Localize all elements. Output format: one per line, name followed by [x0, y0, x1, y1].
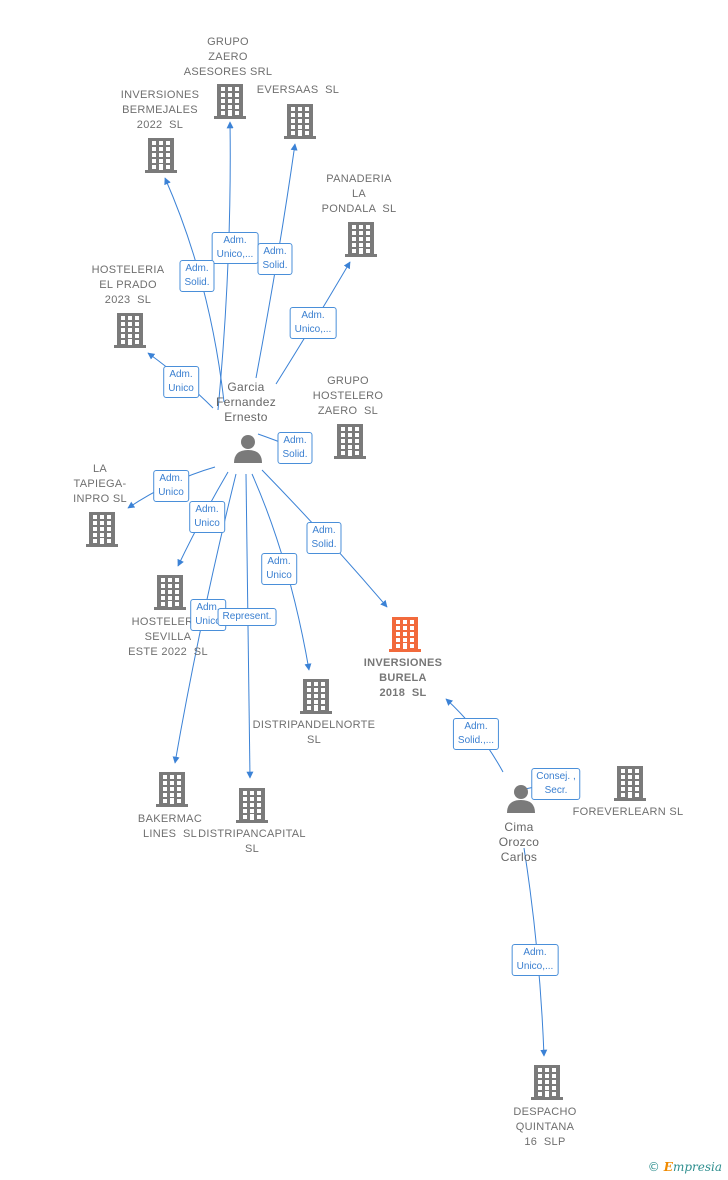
despacho-building-icon[interactable]: [531, 1065, 563, 1100]
role-badge-garcia-tapiega[interactable]: Adm. Unico: [153, 470, 189, 502]
role-badge-garcia-norte[interactable]: Adm. Unico: [261, 553, 297, 585]
forever-building-icon[interactable]: [614, 766, 646, 801]
sevilla-building-icon[interactable]: [154, 575, 186, 610]
bakermac-building-icon[interactable]: [156, 772, 188, 807]
role-badge-garcia-burela[interactable]: Adm. Solid.: [306, 522, 342, 554]
capital-building-icon[interactable]: [236, 788, 268, 823]
zaero-label[interactable]: GRUPO ZAERO ASESORES SRL: [183, 36, 273, 78]
eversaas-label[interactable]: EVERSAAS SL: [256, 84, 340, 96]
prado-building-icon[interactable]: [114, 313, 146, 348]
bakermac-label[interactable]: BAKERMAC LINES SL: [137, 813, 203, 840]
hostelero-label[interactable]: GRUPO HOSTELERO ZAERO SL: [312, 375, 384, 417]
burela-building-icon[interactable]: [389, 617, 421, 652]
panaderia-building-icon[interactable]: [345, 222, 377, 257]
forever-label[interactable]: FOREVERLEARN SL: [572, 806, 684, 818]
panaderia-label[interactable]: PANADERIA LA PONDALA SL: [321, 173, 397, 215]
sevilla-label[interactable]: HOSTELERIA SEVILLA ESTE 2022 SL: [128, 616, 208, 658]
despacho-label[interactable]: DESPACHO QUINTANA 16 SLP: [513, 1106, 577, 1148]
bermejales-label[interactable]: INVERSIONES BERMEJALES 2022 SL: [120, 89, 200, 131]
cima-label[interactable]: Cima Orozco Carlos: [498, 820, 540, 864]
role-badge-cima-burela[interactable]: Adm. Solid.,...: [452, 718, 500, 750]
cima-person-icon[interactable]: [507, 785, 535, 813]
role-badge-garcia-prado[interactable]: Adm. Unico: [163, 366, 199, 398]
edge-garcia-to-capital: [245, 473, 254, 779]
role-badge-garcia-bermejales[interactable]: Adm. Solid.: [179, 260, 215, 292]
role-badge-garcia-sevilla[interactable]: Adm. Unico: [189, 501, 225, 533]
zaero-building-icon[interactable]: [214, 84, 246, 119]
role-badge-garcia-capital[interactable]: Represent.: [217, 608, 277, 626]
watermark-text: mpresia: [672, 1160, 722, 1174]
role-badge-cima-forever[interactable]: Consej. , Secr.: [531, 768, 581, 800]
eversaas-building-icon[interactable]: [284, 104, 316, 139]
tapiega-label[interactable]: LA TAPIEGA- INPRO SL: [73, 463, 127, 505]
role-badge-garcia-zaero[interactable]: Adm. Unico,...: [211, 232, 259, 264]
empresia-watermark: ©Empresia: [648, 1160, 722, 1174]
role-badge-garcia-hostelero[interactable]: Adm. Solid.: [277, 432, 313, 464]
copyright-symbol: ©: [647, 1160, 660, 1174]
role-badge-cima-despacho[interactable]: Adm. Unico,...: [511, 944, 559, 976]
prado-label[interactable]: HOSTELERIA EL PRADO 2023 SL: [91, 264, 165, 306]
garcia-person-icon[interactable]: [234, 435, 262, 463]
norte-building-icon[interactable]: [300, 679, 332, 714]
hostelero-building-icon[interactable]: [334, 424, 366, 459]
bermejales-building-icon[interactable]: [145, 138, 177, 173]
watermark-initial: E: [663, 1160, 673, 1174]
norte-label[interactable]: DISTRIPANDELNORTE SL: [252, 719, 376, 746]
burela-label[interactable]: INVERSIONES BURELA 2018 SL: [363, 657, 443, 699]
garcia-label[interactable]: Garcia Fernandez Ernesto: [215, 380, 277, 424]
role-badge-garcia-panaderia[interactable]: Adm. Unico,...: [289, 307, 337, 339]
edge-garcia-to-zaero: [217, 121, 234, 411]
role-badge-garcia-eversaas[interactable]: Adm. Solid.: [257, 243, 293, 275]
tapiega-building-icon[interactable]: [86, 512, 118, 547]
capital-label[interactable]: DISTRIPANCAPITAL SL: [198, 828, 306, 855]
